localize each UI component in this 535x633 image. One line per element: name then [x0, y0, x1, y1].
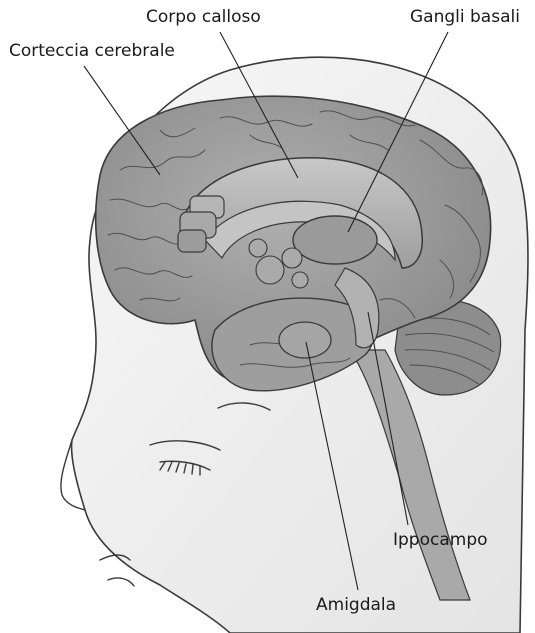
basal-ganglia-shape [293, 216, 377, 264]
label-corpo-calloso: Corpo calloso [146, 9, 261, 26]
label-ippocampo: Ippocampo [393, 532, 488, 549]
label-amigdala: Amigdala [316, 597, 396, 614]
label-corteccia-cerebrale: Corteccia cerebrale [9, 43, 175, 60]
amygdala-shape [279, 322, 331, 358]
label-gangli-basali: Gangli basali [410, 9, 520, 26]
